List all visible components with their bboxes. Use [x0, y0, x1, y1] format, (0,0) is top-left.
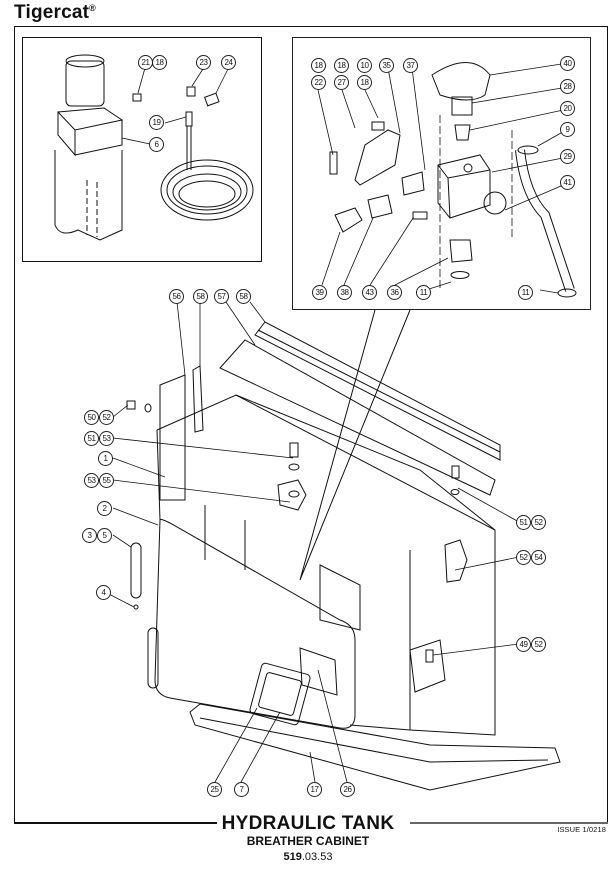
top-rails: [219, 321, 501, 496]
callout-24: 24: [221, 55, 236, 70]
breather-assembly: [329, 62, 577, 298]
drawing-code-suffix: .03.53: [301, 851, 333, 863]
gas-strut: [130, 542, 159, 689]
brand-logo: Tigercat®: [14, 2, 96, 24]
hose-coil: [132, 86, 254, 221]
callout-19: 19: [149, 115, 164, 130]
pump-detail-inset: [22, 37, 262, 262]
callout-27: 27: [334, 75, 349, 90]
callout-18: 18: [357, 75, 372, 90]
callout-17: 17: [307, 782, 322, 797]
callout-9: 9: [560, 122, 575, 137]
hardware: [126, 400, 468, 693]
callout-50: 50: [84, 410, 99, 425]
drawing-subtitle: BREATHER CABINET: [246, 834, 370, 848]
callout-57: 57: [214, 289, 229, 304]
callout-53: 53: [84, 473, 99, 488]
callout-52: 52: [99, 410, 114, 425]
callout-38: 38: [337, 285, 352, 300]
callout-18: 18: [152, 55, 167, 70]
callout-11: 11: [518, 285, 533, 300]
callout-41: 41: [560, 175, 575, 190]
callout-56: 56: [169, 289, 184, 304]
registered-mark: ®: [89, 3, 97, 13]
breather-detail-inset: [292, 37, 591, 310]
door-latch: [249, 647, 338, 726]
callout-20: 20: [560, 101, 575, 116]
callout-51: 51: [84, 431, 99, 446]
frame-bottom-line-right: [410, 822, 608, 824]
callout-55: 55: [99, 473, 114, 488]
frame-bottom-line-left: [14, 822, 217, 824]
pump-unit: [54, 54, 124, 241]
callout-25: 25: [207, 782, 222, 797]
callout-26: 26: [340, 782, 355, 797]
callout-37: 37: [403, 58, 418, 73]
callout-49: 49: [516, 637, 531, 652]
callout-11: 11: [416, 285, 431, 300]
leader-lines: [104, 301, 520, 783]
callout-21: 21: [138, 55, 153, 70]
callout-40: 40: [560, 56, 575, 71]
callout-4: 4: [96, 585, 111, 600]
callout-58: 58: [236, 289, 251, 304]
drawing-frame: [14, 26, 608, 823]
issue-label: ISSUE 1/0218: [557, 825, 606, 834]
callout-29: 29: [560, 149, 575, 164]
callout-51: 51: [516, 515, 531, 530]
callout-54: 54: [531, 550, 546, 565]
drawing-code-prefix: 519: [283, 851, 302, 863]
side-panels: [159, 365, 204, 501]
callout-52: 52: [531, 515, 546, 530]
callout-5: 5: [97, 528, 112, 543]
callout-39: 39: [312, 285, 327, 300]
left-inset-leaders: [121, 67, 229, 145]
callout-43: 43: [362, 285, 377, 300]
right-inset-leaders: [317, 62, 569, 294]
callout-35: 35: [379, 58, 394, 73]
tank-body: [154, 394, 496, 736]
callout-22: 22: [311, 75, 326, 90]
callout-53: 53: [99, 431, 114, 446]
brand-name: Tigercat: [14, 2, 90, 23]
callout-6: 6: [149, 137, 164, 152]
callout-1: 1: [98, 451, 113, 466]
callout-28: 28: [560, 79, 575, 94]
callout-2: 2: [97, 501, 112, 516]
callout-7: 7: [234, 782, 249, 797]
drawing-code: 519.03.53: [0, 851, 616, 863]
callout-3: 3: [82, 528, 97, 543]
callout-52: 52: [531, 637, 546, 652]
base-skid: [189, 703, 561, 791]
drawing-title-text: HYDRAULIC TANK: [217, 813, 399, 834]
callout-52: 52: [516, 550, 531, 565]
detail-pointer: [299, 309, 411, 581]
callout-18: 18: [334, 58, 349, 73]
callout-10: 10: [357, 58, 372, 73]
drawing-title: HYDRAULIC TANK: [0, 813, 616, 835]
callout-36: 36: [387, 285, 402, 300]
callout-58: 58: [193, 289, 208, 304]
callout-23: 23: [196, 55, 211, 70]
callout-18: 18: [311, 58, 326, 73]
